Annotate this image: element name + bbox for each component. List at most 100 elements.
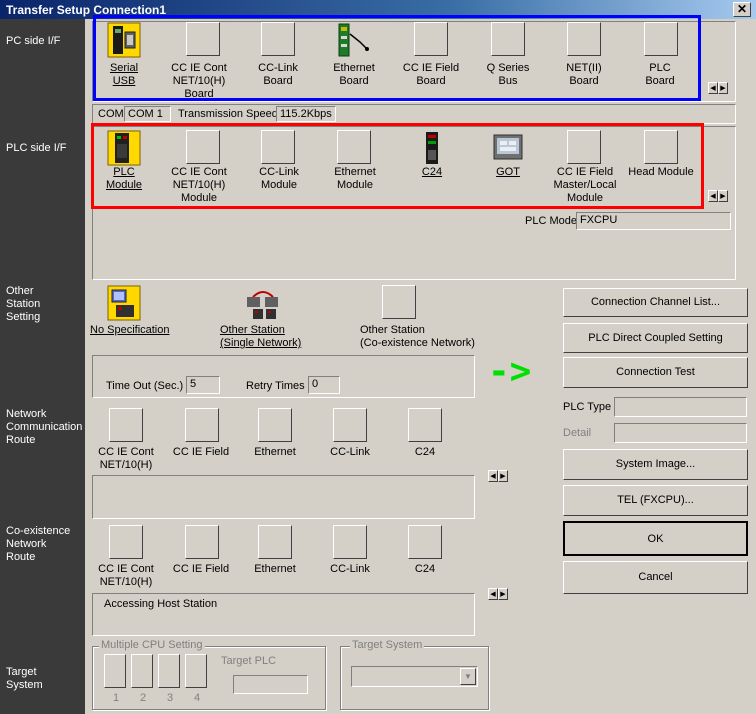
scroll-right-icon[interactable]: ▶ (498, 470, 508, 482)
plc-direct-coupled-button[interactable]: PLC Direct Coupled Setting (563, 323, 748, 353)
route-cc-ie-cont-icon[interactable] (109, 408, 143, 442)
accessing-host-station-text: Accessing Host Station (104, 598, 218, 610)
coex-route-scroll[interactable]: ◀▶ (488, 587, 510, 601)
multiple-cpu-group (92, 646, 326, 710)
multiple-cpu-title: Multiple CPU Setting (99, 639, 205, 651)
cpu-number: 2 (140, 692, 147, 704)
detail-label: Detail (563, 427, 592, 439)
plc-side-scroll[interactable]: ◀▶ (708, 189, 730, 203)
scroll-left-icon[interactable]: ◀ (488, 588, 498, 600)
got-icon[interactable] (491, 130, 525, 166)
scroll-left-icon[interactable]: ◀ (708, 190, 718, 202)
cc-link-module-icon[interactable] (261, 130, 295, 164)
coex-cc-ie-field-icon[interactable] (185, 525, 219, 559)
coex-item-label: CC-Link (330, 563, 370, 575)
cpu-number: 3 (167, 692, 174, 704)
cpu-number: 1 (113, 692, 120, 704)
c24-icon[interactable] (414, 130, 448, 166)
q-series-bus-icon[interactable] (491, 22, 525, 56)
title-bar[interactable] (0, 0, 756, 19)
no-specification-icon[interactable] (107, 285, 141, 321)
coex-item-label: CC IE Field (172, 563, 230, 575)
route-c24-icon[interactable] (408, 408, 442, 442)
connection-channel-list-button[interactable]: Connection Channel List... (563, 288, 748, 317)
timeout-input[interactable]: 5 (186, 376, 220, 394)
pc-item-label: CC IE Cont NET/10(H) Board (171, 62, 227, 100)
plc-item-label: GOT (496, 166, 520, 178)
net-ii-board-icon[interactable] (567, 22, 601, 56)
network-route-scroll[interactable]: ◀▶ (488, 469, 510, 483)
scroll-left-icon[interactable]: ◀ (708, 82, 718, 94)
section-network-route: Network Communication Route (6, 408, 83, 446)
other-station-label: Other Station (Co-existence Network) (360, 324, 475, 349)
section-pc-side: PC side I/F (6, 35, 61, 47)
single-network-icon[interactable] (245, 285, 281, 321)
scroll-left-icon[interactable]: ◀ (488, 470, 498, 482)
ethernet-board-icon[interactable] (336, 22, 372, 58)
route-ethernet-icon[interactable] (258, 408, 292, 442)
cc-ie-cont-board-icon[interactable] (186, 22, 220, 56)
system-image-button[interactable]: System Image... (563, 449, 748, 480)
cpu-4-button[interactable] (185, 654, 207, 688)
plc-type-field (614, 397, 747, 417)
pc-item-label: CC IE Field Board (402, 62, 460, 87)
target-plc-input[interactable] (233, 675, 308, 694)
scroll-right-icon[interactable]: ▶ (718, 82, 728, 94)
coex-route-info (92, 593, 475, 636)
coex-cc-ie-cont-icon[interactable] (109, 525, 143, 559)
pc-side-scroll[interactable]: ◀▶ (708, 81, 730, 95)
coex-c24-icon[interactable] (408, 525, 442, 559)
cc-link-board-icon[interactable] (261, 22, 295, 56)
coex-ethernet-icon[interactable] (258, 525, 292, 559)
retry-label: Retry Times (246, 380, 305, 392)
route-item-label: CC-Link (330, 446, 370, 458)
route-item-label: Ethernet (254, 446, 296, 458)
com-value: COM 1 (124, 106, 171, 122)
cc-ie-field-module-icon[interactable] (567, 130, 601, 164)
chevron-down-icon[interactable]: ▼ (460, 668, 476, 685)
route-cc-ie-field-icon[interactable] (185, 408, 219, 442)
plc-item-label: CC IE Cont NET/10(H) Module (171, 166, 227, 204)
plc-module-icon[interactable] (107, 130, 141, 166)
cpu-1-button[interactable] (104, 654, 126, 688)
coexistence-network-icon[interactable] (382, 285, 416, 319)
plc-item-label: CC IE Field Master/Local Module (553, 166, 617, 204)
scroll-right-icon[interactable]: ▶ (498, 588, 508, 600)
left-section-panel (0, 19, 85, 714)
plc-type-label: PLC Type (563, 401, 612, 413)
target-system-title: Target System (350, 639, 425, 651)
section-coexistence-route: Co-existence Network Route (6, 525, 71, 563)
retry-input[interactable]: 0 (308, 376, 340, 394)
serial-usb-icon[interactable] (107, 22, 141, 58)
tel-button[interactable]: TEL (FXCPU)... (563, 485, 748, 516)
cc-ie-field-board-icon[interactable] (414, 22, 448, 56)
pc-item-label: Serial USB (109, 62, 139, 87)
timeout-label: Time Out (Sec.) (106, 380, 184, 392)
plc-item-label: Head Module (628, 166, 694, 178)
ok-button[interactable]: OK (563, 521, 748, 556)
close-button[interactable]: ✕ (733, 2, 751, 17)
pc-side-highlight (93, 15, 701, 101)
com-label: COM (95, 107, 124, 121)
target-system-dropdown[interactable] (351, 666, 478, 687)
cc-ie-cont-module-icon[interactable] (186, 130, 220, 164)
ethernet-module-icon[interactable] (337, 130, 371, 164)
window-title: Transfer Setup Connection1 (6, 3, 167, 17)
section-other-station: Other Station Setting (6, 285, 41, 323)
section-target-system: Target System (6, 666, 43, 691)
target-plc-label: Target PLC (221, 655, 277, 667)
connection-test-button[interactable]: Connection Test (563, 357, 748, 388)
other-station-label: No Specification (90, 324, 170, 336)
pc-item-label: NET(II) Board (566, 62, 602, 87)
scroll-right-icon[interactable]: ▶ (718, 190, 728, 202)
plc-board-icon[interactable] (644, 22, 678, 56)
head-module-icon[interactable] (644, 130, 678, 164)
coex-item-label: CC IE Cont NET/10(H) (98, 563, 154, 588)
plc-item-label: PLC Module (105, 166, 143, 191)
coex-cc-link-icon[interactable] (333, 525, 367, 559)
route-cc-link-icon[interactable] (333, 408, 367, 442)
cancel-button[interactable]: Cancel (563, 561, 748, 594)
cpu-3-button[interactable] (158, 654, 180, 688)
cpu-2-button[interactable] (131, 654, 153, 688)
coex-item-label: Ethernet (254, 563, 296, 575)
